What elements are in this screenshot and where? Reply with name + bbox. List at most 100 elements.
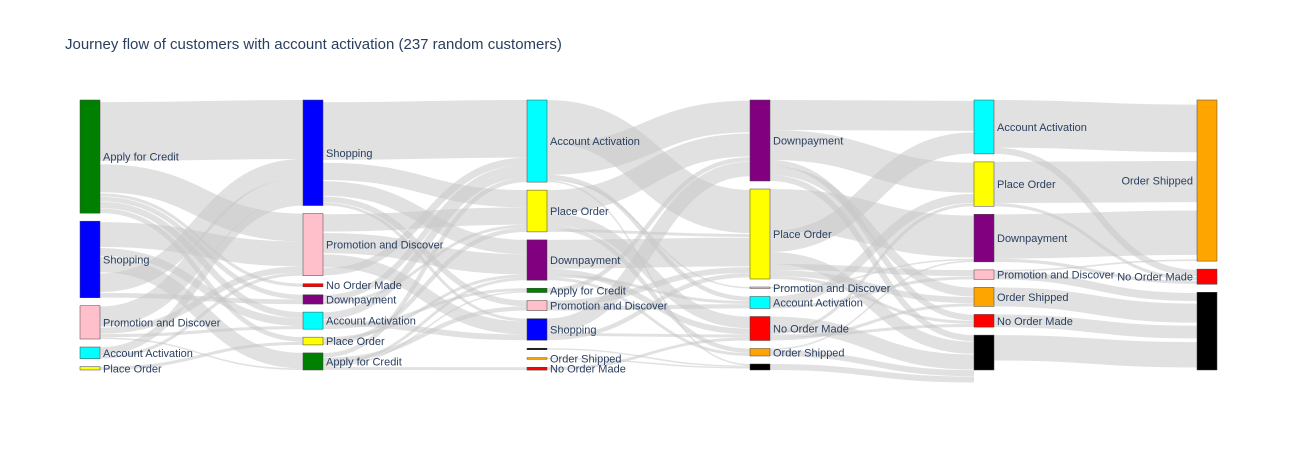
sankey-node-s5_activation[interactable]	[973, 99, 995, 155]
sankey-link-s3_order-to-s4_order	[546, 229, 751, 237]
sankey-node-s4_shipped[interactable]	[749, 348, 771, 357]
sankey-node-label-s5_noorder: No Order Made	[997, 316, 1073, 328]
sankey-node-s5_down[interactable]	[973, 214, 995, 263]
sankey-link-s5_promo-to-s6_shipped	[993, 259, 1198, 272]
sankey-node-s6_end[interactable]	[1196, 292, 1218, 371]
sankey-node-label-s6_noorder: No Order Made	[1117, 272, 1193, 284]
sankey-link-s2_down-to-s3_activation	[322, 164, 528, 301]
sankey-node-s2_promo[interactable]	[302, 213, 324, 276]
sankey-node-s4_down[interactable]	[749, 99, 771, 182]
sankey-node-s3_down[interactable]	[526, 239, 548, 281]
sankey-node-label-s3_down: Downpayment	[550, 255, 620, 267]
sankey-link-s4_down-to-s5_order	[769, 130, 975, 193]
sankey-link-s1_shopping-to-s2_shopping	[99, 158, 304, 293]
sankey-node-s1_promo[interactable]	[79, 305, 101, 340]
sankey-node-label-s2_apply: Apply for Credit	[326, 356, 402, 368]
sankey-node-label-s5_promo: Promotion and Discover	[997, 270, 1115, 282]
sankey-link-s2_promo-to-s3_activation	[322, 157, 528, 276]
sankey-node-s5_order[interactable]	[973, 161, 995, 207]
sankey-node-s6_noorder[interactable]	[1196, 268, 1218, 285]
sankey-node-s3_promo[interactable]	[526, 300, 548, 311]
sankey-link-s5_end-to-s6_end	[993, 335, 1198, 368]
sankey-link-s3_shopping-to-s4_order	[546, 273, 751, 341]
links-layer	[99, 99, 1198, 383]
sankey-link-s3_shopping-to-s4_down	[546, 161, 751, 334]
sankey-link-s3_end-to-s4_end	[546, 348, 751, 367]
sankey-node-label-s3_noorder: No Order Made	[550, 364, 626, 376]
sankey-node-label-s3_activation: Account Activation	[550, 136, 640, 148]
sankey-node-s4_end[interactable]	[749, 363, 771, 371]
sankey-node-s5_noorder[interactable]	[973, 314, 995, 328]
sankey-link-s5_shipped-to-s6_end	[993, 287, 1198, 323]
sankey-node-s1_order[interactable]	[79, 366, 101, 371]
sankey-link-s2_apply-to-s3_promo	[322, 306, 528, 363]
sankey-link-s5_down-to-s6_shipped	[993, 210, 1198, 259]
sankey-link-s3_shipped-to-s4_end	[546, 357, 751, 369]
sankey-link-s4_order-to-s5_end	[769, 252, 975, 354]
sankey-node-s5_shipped[interactable]	[973, 287, 995, 307]
sankey-link-s4_promo-to-s5_down	[769, 258, 975, 289]
sankey-node-s1_apply[interactable]	[79, 99, 101, 214]
sankey-link-s2_activation-to-s3_shopping	[322, 320, 528, 341]
sankey-node-s5_promo[interactable]	[973, 269, 995, 280]
sankey-node-s2_noorder[interactable]	[302, 283, 324, 288]
sankey-node-s2_order[interactable]	[302, 336, 324, 346]
sankey-node-s5_end[interactable]	[973, 334, 995, 371]
sankey-link-s4_shipped-to-s5_end	[769, 350, 975, 377]
sankey-node-s4_activation[interactable]	[749, 296, 771, 309]
sankey-node-s6_shipped[interactable]	[1196, 99, 1218, 262]
sankey-node-label-s2_noorder: No Order Made	[326, 280, 402, 292]
sankey-link-s4_end-to-s5_end	[769, 364, 975, 383]
sankey-node-s3_end[interactable]	[526, 347, 548, 350]
sankey-link-s5_order-to-s6_shipped	[993, 160, 1198, 204]
sankey-node-label-s6_shipped: Order Shipped	[1121, 176, 1193, 188]
sankey-link-s4_order-to-s5_down	[769, 189, 975, 258]
sankey-link-s4_noorder-to-s5_noorder	[769, 324, 975, 338]
sankey-link-s1_apply-to-s2_promo	[99, 164, 304, 242]
sankey-link-s5_down-to-s6_noorder	[993, 258, 1198, 284]
sankey-link-s4_activation-to-s5_order	[769, 193, 975, 306]
sankey-link-s2_activation-to-s3_activation	[322, 170, 528, 320]
sankey-link-s4_shipped-to-s5_down	[769, 260, 975, 350]
sankey-link-s3_down-to-s4_noorder	[546, 268, 751, 335]
sankey-node-s3_shopping[interactable]	[526, 318, 548, 341]
sankey-link-s1_promo-to-s2_promo	[99, 266, 304, 334]
sankey-link-s4_order-to-s5_activation	[769, 132, 975, 252]
sankey-node-label-s4_down: Downpayment	[773, 136, 843, 148]
sankey-link-s5_activation-to-s6_noorder	[993, 147, 1198, 277]
sankey-node-s3_noorder[interactable]	[526, 366, 548, 371]
sankey-link-s1_shopping-to-s2_activation	[99, 248, 304, 327]
sankey-node-label-s1_apply: Apply for Credit	[103, 152, 179, 164]
sankey-link-s2_promo-to-s3_down	[322, 232, 528, 275]
sankey-node-s2_apply[interactable]	[302, 352, 324, 371]
sankey-node-s3_activation[interactable]	[526, 99, 548, 183]
sankey-node-s2_activation[interactable]	[302, 311, 324, 330]
sankey-node-s4_noorder[interactable]	[749, 316, 771, 341]
sankey-link-s4_noorder-to-s5_shipped	[769, 303, 975, 341]
sankey-node-label-s4_order: Place Order	[773, 229, 832, 241]
sankey-node-label-s1_activation: Account Activation	[103, 348, 193, 360]
sankey-node-label-s2_shopping: Shopping	[326, 148, 373, 160]
sankey-node-s3_apply[interactable]	[526, 287, 548, 293]
sankey-node-s4_order[interactable]	[749, 188, 771, 280]
sankey-node-s1_activation[interactable]	[79, 346, 101, 359]
sankey-node-s3_shipped[interactable]	[526, 357, 548, 360]
sankey-node-label-s5_shipped: Order Shipped	[997, 292, 1069, 304]
sankey-node-s1_shopping[interactable]	[79, 220, 101, 298]
sankey-node-label-s1_shopping: Shopping	[103, 254, 150, 266]
sankey-node-label-s2_order: Place Order	[326, 336, 385, 348]
sankey-node-s2_shopping[interactable]	[302, 99, 324, 206]
sankey-node-s4_promo[interactable]	[749, 286, 771, 289]
sankey-node-s2_down[interactable]	[302, 294, 324, 305]
sankey-node-s3_order[interactable]	[526, 189, 548, 233]
sankey-link-s5_promo-to-s6_end	[993, 271, 1198, 301]
sankey-link-s1_order-to-s2_order	[99, 341, 304, 370]
sankey-link-s1_promo-to-s2_apply	[99, 337, 304, 371]
sankey-link-s1_apply-to-s2_shopping	[99, 100, 304, 162]
sankey-link-s4_order-to-s5_shipped	[769, 270, 975, 304]
sankey-link-s3_activation-to-s4_down	[546, 100, 751, 175]
nodes-layer	[79, 99, 1218, 371]
sankey-link-s4_order-to-s5_noorder	[769, 276, 975, 324]
